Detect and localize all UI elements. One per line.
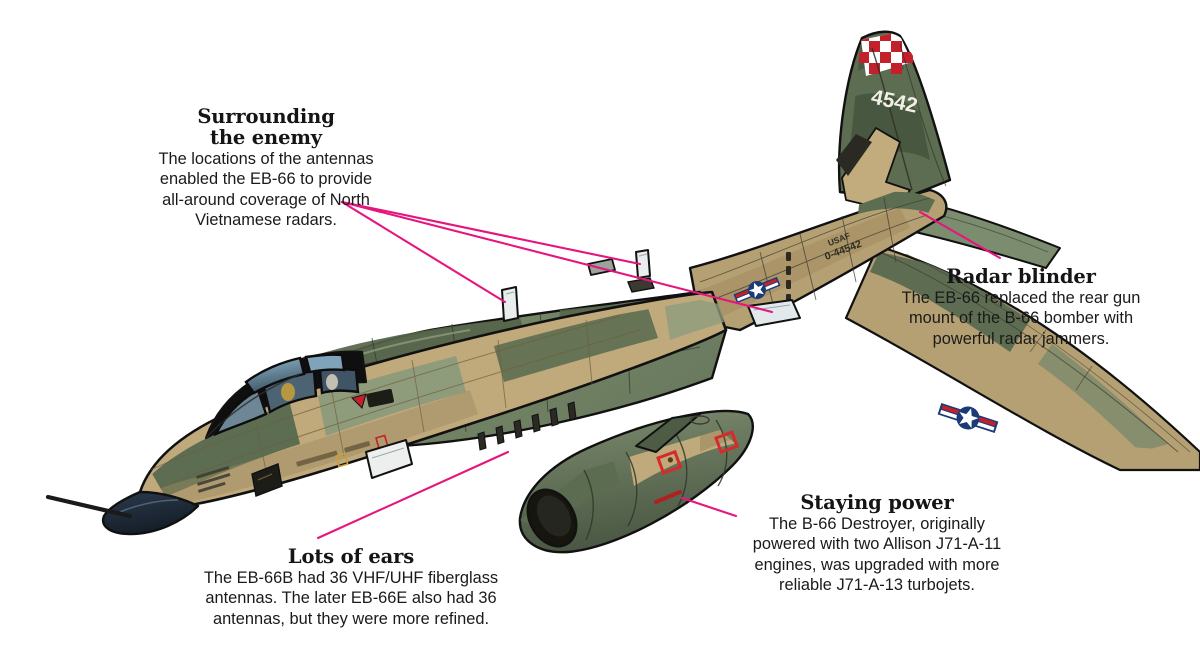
callout-leader-lines bbox=[316, 200, 1002, 540]
engine-nacelle bbox=[518, 409, 754, 554]
nacelle-warning-markings bbox=[656, 430, 740, 475]
wing-fiberglass-antennas bbox=[501, 249, 651, 322]
warning-triangle-marking bbox=[351, 393, 367, 409]
fuselage bbox=[138, 259, 728, 507]
leader-line-lots-of-ears bbox=[316, 450, 510, 540]
wing-star-and-bars-insignia bbox=[937, 403, 999, 433]
forward-fuselage-details bbox=[195, 388, 413, 497]
belly-blade-antennas bbox=[477, 401, 577, 451]
leader-line-antenna-c bbox=[340, 200, 774, 314]
leader-line-staying-power bbox=[680, 496, 738, 518]
rear-fuselage: USAF 0-44542 bbox=[688, 188, 948, 332]
nose-stencil-block bbox=[195, 466, 231, 493]
cockpit-canopy bbox=[204, 350, 368, 440]
rear-radar-jammer-fairing bbox=[747, 299, 801, 327]
leader-line-antenna-a bbox=[340, 200, 507, 304]
leader-line-radar-blinder bbox=[918, 210, 1002, 260]
fuselage-star-and-bars-insignia bbox=[733, 276, 781, 304]
right-wing bbox=[844, 244, 1200, 472]
nose-radome bbox=[45, 490, 200, 536]
pitot-probe bbox=[45, 494, 133, 519]
leader-line-antenna-b bbox=[340, 200, 642, 266]
vertical-tail-fin: 4542 bbox=[836, 30, 952, 213]
